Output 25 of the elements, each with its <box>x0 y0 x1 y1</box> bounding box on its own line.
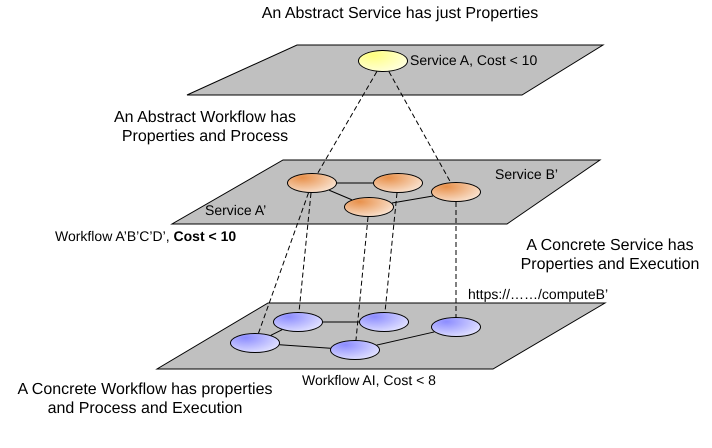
layer-plane <box>172 160 600 224</box>
connector-line <box>376 331 435 346</box>
layer-caption: An Abstract Service has just Properties <box>260 4 540 24</box>
dashed-line <box>258 192 309 334</box>
service-label: Service A’ <box>205 202 266 219</box>
layer-plane <box>187 45 603 95</box>
dashed-line <box>317 71 378 174</box>
connector-line <box>391 195 434 204</box>
service-label: Service A, Cost < 10 <box>410 52 538 69</box>
dashed-line <box>384 192 398 312</box>
connector-line <box>336 182 374 184</box>
connector-line <box>328 190 352 200</box>
layer-plane <box>157 303 605 369</box>
layer-caption: A Concrete Workflow has properties and Process and Execution <box>16 380 274 418</box>
dashed-line <box>298 192 312 312</box>
workflow-label: Workflow A’B’C’D’, Cost < 10 <box>55 228 236 245</box>
layer-caption: An Abstract Workflow has Properties and Process <box>113 108 297 146</box>
connector-line <box>279 344 331 349</box>
service-label: Service B’ <box>495 166 558 183</box>
layer-caption: A Concrete Service has Properties and Execution <box>520 236 700 274</box>
url-label: https://……/computeB’ <box>468 286 608 303</box>
connector-line <box>270 329 283 336</box>
dashed-line <box>388 71 452 183</box>
dashed-line <box>355 216 369 340</box>
workflow-label: Workflow AI, Cost < 8 <box>302 372 436 389</box>
